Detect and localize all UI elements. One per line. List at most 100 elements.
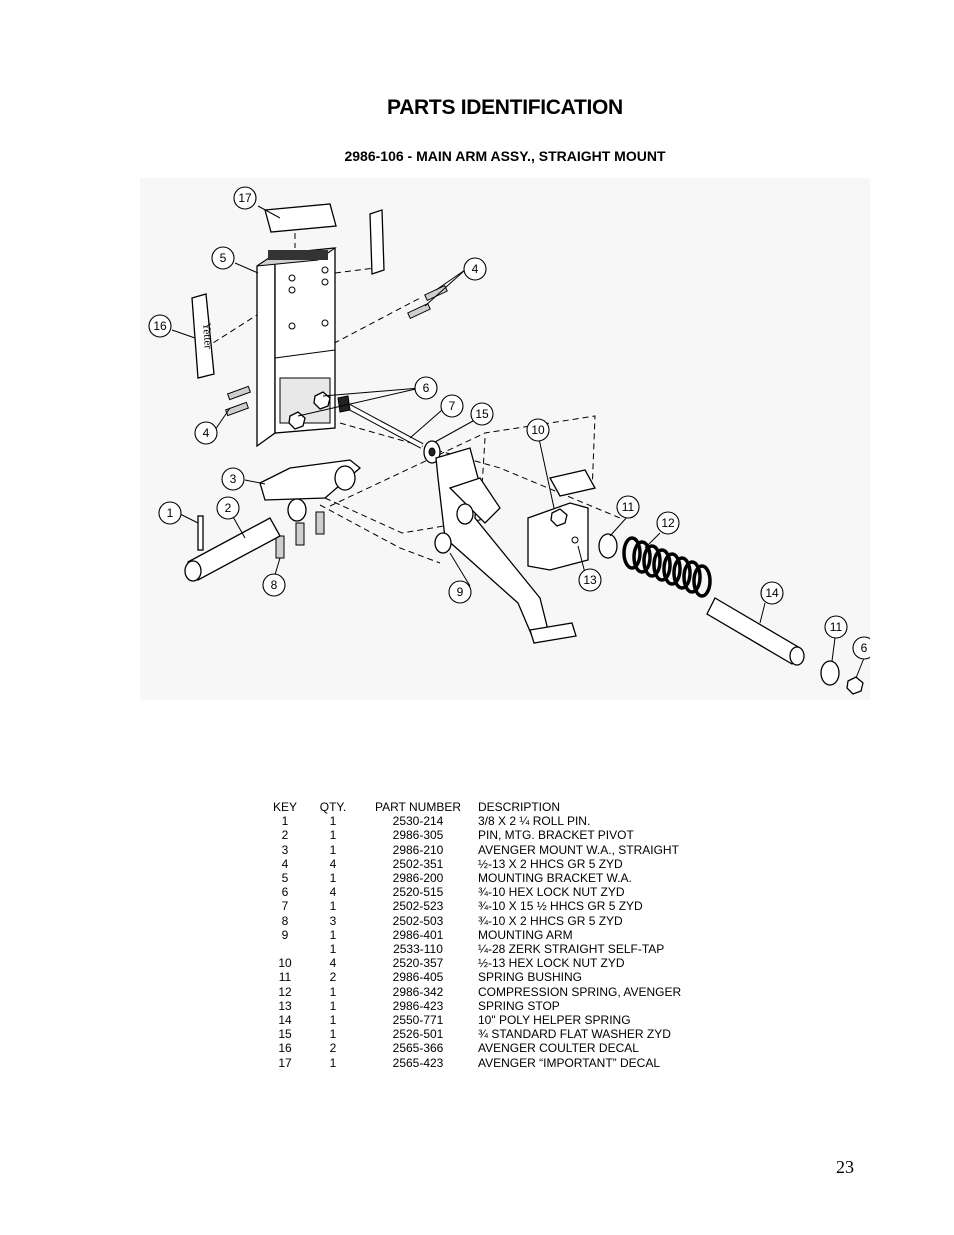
svg-text:10: 10 (531, 423, 545, 437)
assembly-line (339, 422, 621, 519)
spring-bushing (598, 533, 618, 559)
header-qty: QTY. (319, 800, 347, 814)
cell-desc: ¼-28 ZERK STRAIGHT SELF-TAP (478, 942, 665, 957)
assembly-line (324, 297, 421, 349)
callout-1: 1 (158, 501, 182, 525)
svg-text:7: 7 (449, 399, 456, 413)
callout-11-upper: 11 (616, 495, 640, 519)
svg-text:13: 13 (583, 573, 597, 587)
svg-text:9: 9 (457, 585, 464, 599)
cell-qty: 1 (329, 942, 337, 957)
svg-text:17: 17 (238, 191, 252, 205)
cell-qty: 1 (329, 1013, 337, 1028)
cell-qty: 1 (329, 927, 337, 942)
svg-text:4: 4 (472, 262, 479, 276)
callout-5: 5 (211, 246, 235, 270)
decal-side (369, 209, 385, 275)
cell-qty: 4 (329, 956, 337, 971)
roll-pin (197, 515, 204, 551)
decal-yetter-text: Yetter (200, 322, 214, 349)
pivot-pin (184, 517, 281, 582)
callout-12: 12 (656, 511, 680, 535)
callout-4-upper: 4 (463, 257, 487, 281)
cell-part: 2533-110 (393, 942, 443, 957)
callout-17: 17 (233, 186, 257, 210)
callout-4-lower: 4 (194, 421, 218, 445)
cell-desc: AVENGER “IMPORTANT” DECAL (478, 1055, 661, 1070)
table-row: 1 2533-110 ¼-28 ZERK STRAIGHT SELF-TAP (262, 942, 681, 956)
cell-key: 3 (281, 842, 289, 857)
cell-desc: ½-13 X 2 HHCS GR 5 ZYD (478, 856, 623, 871)
cell-desc: MOUNTING BRACKET W.A. (478, 871, 632, 886)
leader-lines (171, 205, 865, 679)
cell-key: 2 (281, 828, 289, 843)
cell-desc: AVENGER COULTER DECAL (478, 1041, 639, 1056)
svg-text:8: 8 (271, 578, 278, 592)
cell-key: 12 (278, 984, 292, 999)
cell-desc: 3/8 X 2 ¼ ROLL PIN. (478, 814, 591, 829)
cell-part: 2986-342 (392, 984, 444, 999)
callout-7: 7 (440, 394, 464, 418)
callout-2: 2 (216, 496, 240, 520)
bolt (295, 522, 305, 546)
header-part-number: PART NUMBER (374, 800, 461, 814)
cell-desc: SPRING STOP (478, 998, 560, 1013)
callout-8: 8 (262, 573, 286, 597)
cell-desc: ½-13 HEX LOCK NUT ZYD (478, 956, 625, 971)
cell-key: 8 (281, 913, 289, 928)
spring-stop (527, 469, 596, 571)
cell-key: 17 (278, 1055, 292, 1070)
hex-nut (550, 508, 568, 527)
callout-6-upper: 6 (414, 376, 438, 400)
cell-key: 4 (281, 856, 289, 871)
svg-text:11: 11 (622, 500, 635, 514)
decal-important (264, 203, 337, 233)
cell-part: 2986-200 (392, 871, 444, 886)
cell-part: 2502-503 (392, 913, 444, 928)
cell-key (262, 942, 308, 956)
cell-qty: 1 (329, 828, 337, 843)
cell-part: 2565-423 (392, 1055, 444, 1070)
bolt-pair-lower (224, 385, 252, 417)
callout-11-lower: 11 (824, 615, 848, 639)
cell-qty: 3 (329, 913, 337, 928)
svg-text:12: 12 (661, 516, 675, 530)
callout-3: 3 (221, 467, 245, 491)
spring-bushing (820, 660, 840, 686)
cell-key: 16 (278, 1041, 292, 1056)
poly-helper-spring (706, 597, 805, 666)
mounting-arm (434, 447, 577, 644)
cell-part: 2520-357 (392, 956, 444, 971)
cell-key: 15 (278, 1027, 292, 1042)
cell-key: 1 (281, 814, 289, 829)
cell-desc: ¾-10 X 15 ½ HHCS GR 5 ZYD (478, 899, 643, 914)
cell-desc: ¾-10 X 2 HHCS GR 5 ZYD (478, 913, 623, 928)
avenger-mount (259, 459, 362, 522)
cell-qty: 2 (329, 1041, 337, 1056)
cell-part: 2565-366 (392, 1041, 444, 1056)
callout-15: 15 (470, 402, 494, 426)
svg-text:4: 4 (203, 426, 210, 440)
cell-part: 2550-771 (392, 1013, 444, 1028)
hex-nut (288, 411, 306, 430)
cell-desc: ¾ STANDARD FLAT WASHER ZYD (478, 1027, 671, 1042)
page-number: 23 (836, 1157, 854, 1177)
svg-text:15: 15 (475, 407, 489, 421)
cell-qty: 1 (329, 998, 337, 1013)
assembly-line (319, 504, 441, 564)
cell-key: 14 (278, 1013, 292, 1028)
svg-text:3: 3 (230, 472, 237, 486)
